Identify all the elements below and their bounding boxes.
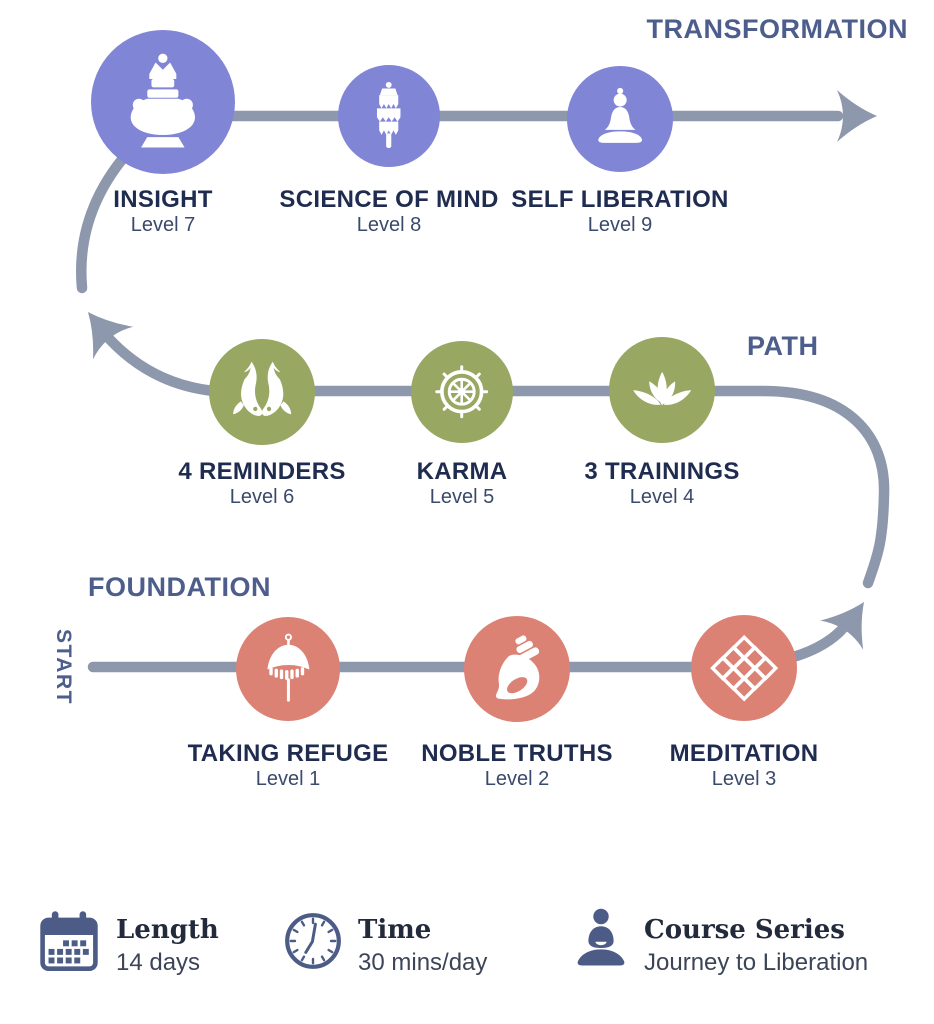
- meta-heading-length: Length: [116, 915, 219, 945]
- section-label-path: PATH: [747, 331, 819, 361]
- node-circle-4-reminders: [209, 339, 315, 445]
- endless-knot-icon: [709, 634, 779, 702]
- node-circle-meditation: [691, 615, 797, 721]
- node-level: Level 9: [587, 214, 653, 236]
- clock-icon: [283, 911, 343, 971]
- node-circle-karma: [411, 341, 513, 443]
- node-title: 4 REMINDERS: [178, 458, 346, 485]
- arrowhead-transformation: [837, 90, 877, 142]
- node-level: Level 6: [229, 486, 295, 508]
- node-title: 3 TRAININGS: [584, 458, 740, 485]
- victory-banner-icon: [377, 82, 401, 149]
- lotus-icon: [633, 371, 691, 406]
- node-level: Level 1: [255, 768, 321, 790]
- node-title: INSIGHT: [113, 186, 213, 213]
- start-label: START: [52, 629, 75, 705]
- node-title: KARMA: [416, 458, 508, 485]
- path-middle-line: [98, 327, 890, 589]
- arrowhead-left: [88, 312, 134, 360]
- node-title: TAKING REFUGE: [187, 740, 389, 767]
- node-title: SCIENCE OF MIND: [279, 186, 499, 213]
- meditating-buddha-icon: [598, 87, 642, 143]
- parasol-icon: [267, 633, 309, 702]
- node-level: Level 8: [356, 214, 422, 236]
- meditator-icon: [566, 906, 636, 976]
- calendar-icon: [36, 908, 102, 974]
- conch-shell-icon: [495, 635, 540, 700]
- node-circle-science-of-mind: [338, 65, 440, 167]
- node-title: SELF LIBERATION: [511, 186, 729, 213]
- node-circle-taking-refuge: [236, 617, 340, 721]
- dharma-wheel-icon: [435, 365, 489, 419]
- node-level: Level 5: [429, 486, 495, 508]
- node-level: Level 3: [711, 768, 777, 790]
- node-circle-noble-truths: [464, 616, 570, 722]
- meta-heading-course-series: Course Series: [644, 915, 845, 945]
- node-level: Level 4: [629, 486, 695, 508]
- meta-value-course-series: Journey to Liberation: [644, 949, 869, 976]
- node-level: Level 2: [484, 768, 550, 790]
- node-circle-self-liberation: [567, 66, 673, 172]
- section-label-transformation: TRANSFORMATION: [646, 14, 908, 44]
- section-label-foundation: FOUNDATION: [88, 572, 271, 602]
- golden-fishes-icon: [233, 361, 291, 416]
- node-title: NOBLE TRUTHS: [421, 740, 613, 767]
- node-circle-3-trainings: [609, 337, 715, 443]
- node-circle-insight: [91, 30, 235, 174]
- meta-heading-time: Time: [358, 915, 432, 945]
- node-level: Level 7: [130, 214, 196, 236]
- arrowhead-right: [820, 602, 864, 650]
- meta-value-time: 30 mins/day: [358, 949, 488, 976]
- treasure-vase-icon: [130, 53, 196, 148]
- meta-value-length: 14 days: [116, 949, 201, 976]
- node-title: MEDITATION: [669, 740, 819, 767]
